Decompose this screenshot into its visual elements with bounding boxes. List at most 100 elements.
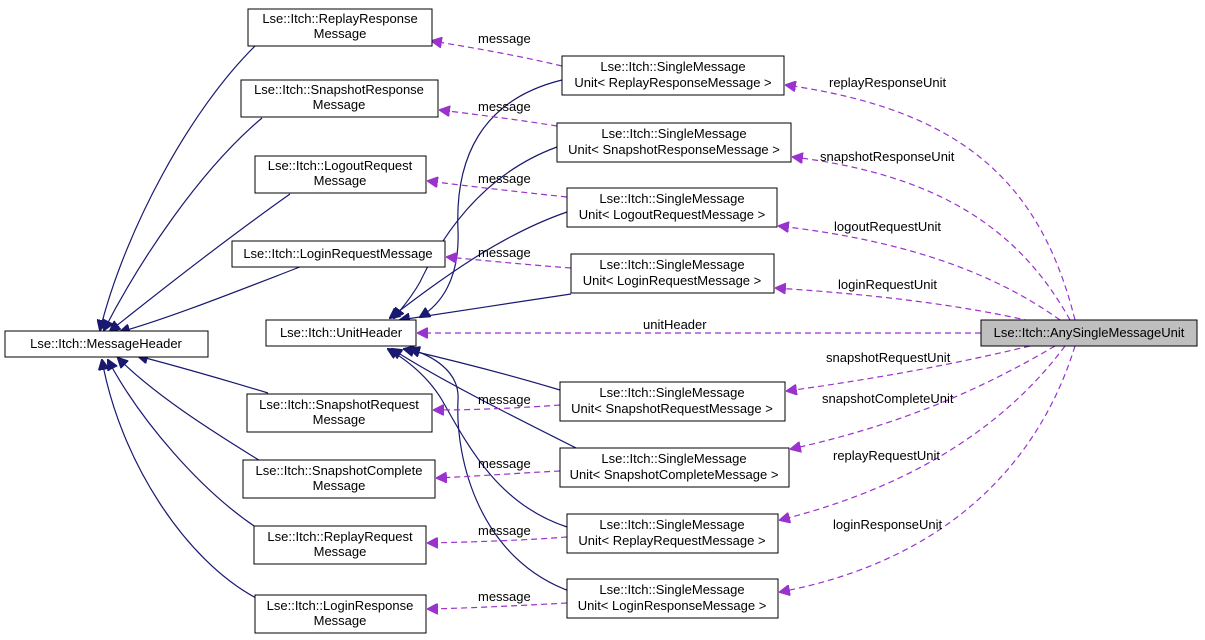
node-smu-login-request-line1: Lse::Itch::SingleMessage — [599, 257, 744, 272]
edge-login-response-to-message-header — [102, 360, 257, 599]
node-smu-replay-response-line2: Unit< ReplayResponseMessage > — [574, 75, 771, 90]
node-replay-response-message-line2: Message — [314, 26, 367, 41]
label-message-logout-request: message — [478, 171, 531, 186]
edge-replay-response-to-message-header — [100, 45, 256, 330]
node-any-single-message-unit-label: Lse::Itch::AnySingleMessageUnit — [994, 325, 1185, 340]
edge-smu-snapshot-complete-to-unit-header — [392, 349, 585, 453]
node-snapshot-response-message-line2: Message — [313, 97, 366, 112]
edge-snapshot-response-to-message-header — [104, 117, 263, 330]
node-smu-login-response[interactable]: Lse::Itch::SingleMessage Unit< LoginResp… — [566, 578, 779, 619]
label-snapshot-complete-unit: snapshotCompleteUnit — [822, 391, 954, 406]
node-smu-logout-request-line2: Unit< LogoutRequestMessage > — [579, 207, 765, 222]
node-snapshot-complete-message[interactable]: Lse::Itch::SnapshotComplete Message — [242, 459, 436, 499]
edge-labels: message message message message message … — [478, 31, 955, 604]
label-message-login-response: message — [478, 589, 531, 604]
edge-message-replay-request — [428, 536, 568, 543]
node-smu-replay-request[interactable]: Lse::Itch::SingleMessage Unit< ReplayReq… — [566, 513, 779, 554]
edge-smu-logout-request-to-unit-header — [390, 211, 568, 318]
node-message-header[interactable]: Lse::Itch::MessageHeader — [4, 330, 209, 358]
label-message-snapshot-response: message — [478, 99, 531, 114]
edge-replay-request-to-message-header — [108, 360, 258, 529]
node-smu-login-response-line2: Unit< LoginResponseMessage > — [578, 598, 767, 613]
edge-replay-response-unit — [786, 85, 1076, 321]
node-smu-snapshot-response[interactable]: Lse::Itch::SingleMessage Unit< SnapshotR… — [556, 122, 792, 163]
edge-login-response-unit — [780, 345, 1076, 592]
edge-logout-request-to-message-header — [110, 193, 291, 331]
edge-replay-request-unit — [780, 345, 1066, 520]
node-replay-request-message[interactable]: Lse::Itch::ReplayRequest Message — [253, 525, 427, 565]
edge-smu-replay-response-to-unit-header — [420, 79, 563, 317]
label-unit-header: unitHeader — [643, 317, 707, 332]
edge-message-snapshot-request — [434, 404, 561, 410]
node-message-header-label: Lse::Itch::MessageHeader — [30, 336, 182, 351]
node-login-request-message[interactable]: Lse::Itch::LoginRequestMessage — [231, 240, 446, 268]
node-replay-response-message-line1: Lse::Itch::ReplayResponse — [262, 11, 417, 26]
node-replay-request-message-line2: Message — [314, 544, 367, 559]
node-logout-request-message-line1: Lse::Itch::LogoutRequest — [268, 158, 413, 173]
edge-message-snapshot-response — [440, 110, 558, 127]
node-smu-login-request-line2: Unit< LoginRequestMessage > — [583, 273, 762, 288]
node-smu-replay-response-line1: Lse::Itch::SingleMessage — [600, 59, 745, 74]
node-smu-snapshot-response-line1: Lse::Itch::SingleMessage — [601, 126, 746, 141]
node-smu-snapshot-request-line1: Lse::Itch::SingleMessage — [599, 385, 744, 400]
nodes: Lse::Itch::MessageHeader Lse::Itch::Repl… — [4, 8, 1198, 634]
node-smu-snapshot-complete-line2: Unit< SnapshotCompleteMessage > — [570, 467, 779, 482]
node-replay-request-message-line1: Lse::Itch::ReplayRequest — [267, 529, 413, 544]
edge-smu-login-request-to-unit-header — [400, 293, 572, 320]
edge-message-logout-request — [428, 181, 568, 198]
node-smu-replay-response[interactable]: Lse::Itch::SingleMessage Unit< ReplayRes… — [561, 55, 785, 96]
node-logout-request-message[interactable]: Lse::Itch::LogoutRequest Message — [254, 155, 427, 194]
label-replay-request-unit: replayRequestUnit — [833, 448, 940, 463]
node-snapshot-response-message[interactable]: Lse::Itch::SnapshotResponse Message — [240, 79, 439, 118]
label-replay-response-unit: replayResponseUnit — [829, 75, 946, 90]
edge-snapshot-complete-unit — [791, 345, 1056, 449]
label-login-response-unit: loginResponseUnit — [833, 517, 943, 532]
label-message-login-request: message — [478, 245, 531, 260]
node-smu-snapshot-request[interactable]: Lse::Itch::SingleMessage Unit< SnapshotR… — [559, 381, 786, 422]
edge-login-request-unit — [776, 288, 1031, 322]
node-smu-replay-request-line2: Unit< ReplayRequestMessage > — [578, 533, 765, 548]
node-smu-snapshot-complete[interactable]: Lse::Itch::SingleMessage Unit< SnapshotC… — [559, 447, 790, 488]
label-message-snapshot-complete: message — [478, 456, 531, 471]
inheritance-edges — [100, 45, 585, 599]
edge-login-request-to-message-header — [120, 264, 306, 332]
node-login-request-message-label: Lse::Itch::LoginRequestMessage — [243, 246, 432, 261]
node-snapshot-request-message-line2: Message — [313, 412, 366, 427]
edge-snapshot-request-to-message-header — [138, 356, 269, 394]
node-smu-replay-request-line1: Lse::Itch::SingleMessage — [599, 517, 744, 532]
edge-message-login-request — [447, 257, 572, 269]
node-snapshot-response-message-line1: Lse::Itch::SnapshotResponse — [254, 82, 424, 97]
label-snapshot-response-unit: snapshotResponseUnit — [820, 149, 955, 164]
edge-snapshot-response-unit — [793, 157, 1071, 321]
label-message-snapshot-request: message — [478, 392, 531, 407]
usage-edges — [418, 41, 1076, 609]
node-smu-logout-request-line1: Lse::Itch::SingleMessage — [599, 191, 744, 206]
label-message-replay-response: message — [478, 31, 531, 46]
label-login-request-unit: loginRequestUnit — [838, 277, 937, 292]
node-login-response-message-line1: Lse::Itch::LoginResponse — [267, 598, 414, 613]
node-snapshot-complete-message-line1: Lse::Itch::SnapshotComplete — [256, 463, 423, 478]
edge-message-snapshot-complete — [437, 470, 561, 478]
node-unit-header-label: Lse::Itch::UnitHeader — [280, 325, 403, 340]
edge-snapshot-complete-to-message-header — [118, 358, 263, 463]
node-smu-logout-request[interactable]: Lse::Itch::SingleMessage Unit< LogoutReq… — [566, 187, 778, 228]
node-login-response-message-line2: Message — [314, 613, 367, 628]
node-any-single-message-unit[interactable]: Lse::Itch::AnySingleMessageUnit — [980, 319, 1198, 347]
node-smu-login-response-line1: Lse::Itch::SingleMessage — [599, 582, 744, 597]
node-replay-response-message[interactable]: Lse::Itch::ReplayResponse Message — [247, 8, 433, 47]
label-logout-request-unit: logoutRequestUnit — [834, 219, 941, 234]
node-login-response-message[interactable]: Lse::Itch::LoginResponse Message — [254, 594, 427, 634]
node-unit-header[interactable]: Lse::Itch::UnitHeader — [265, 319, 417, 347]
node-snapshot-complete-message-line2: Message — [313, 478, 366, 493]
edge-smu-login-response-to-unit-header — [410, 349, 573, 593]
edge-message-login-response — [428, 602, 568, 609]
node-smu-login-request[interactable]: Lse::Itch::SingleMessage Unit< LoginRequ… — [570, 253, 775, 294]
node-smu-snapshot-complete-line1: Lse::Itch::SingleMessage — [601, 451, 746, 466]
label-snapshot-request-unit: snapshotRequestUnit — [826, 350, 951, 365]
node-snapshot-request-message[interactable]: Lse::Itch::SnapshotRequest Message — [246, 393, 433, 433]
node-smu-snapshot-request-line2: Unit< SnapshotRequestMessage > — [571, 401, 773, 416]
node-smu-snapshot-response-line2: Unit< SnapshotResponseMessage > — [568, 142, 780, 157]
node-snapshot-request-message-line1: Lse::Itch::SnapshotRequest — [259, 397, 419, 412]
edge-snapshot-request-unit — [787, 345, 1031, 391]
